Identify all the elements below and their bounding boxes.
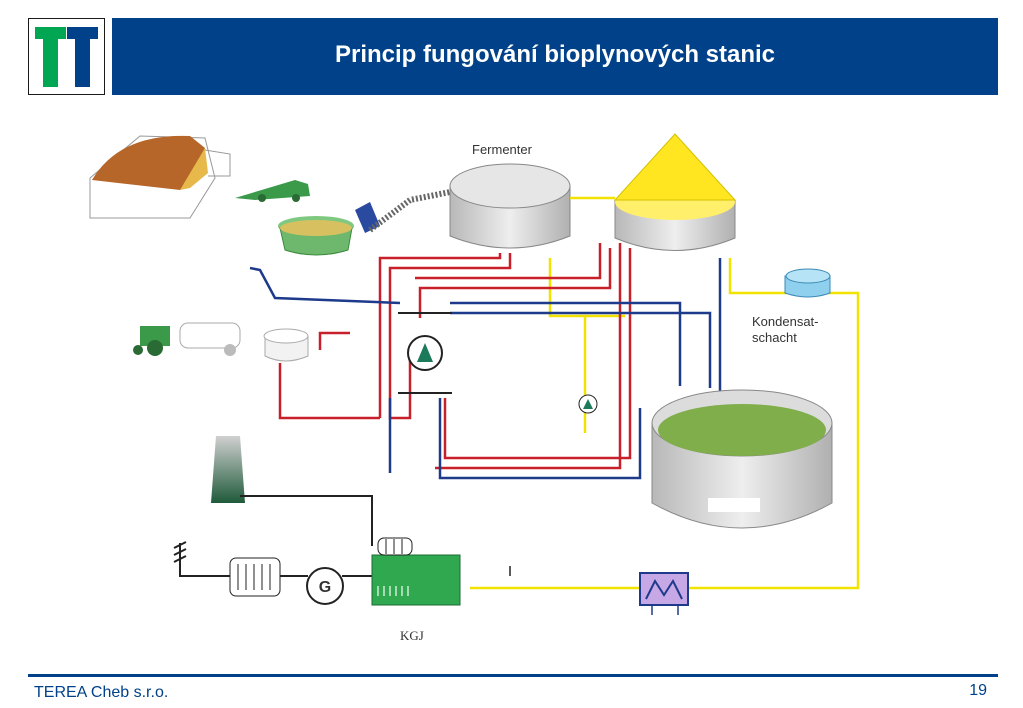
generator-icon [306, 567, 344, 605]
chp-unit-label: KGJ [400, 628, 424, 643]
page-title: Princip fungování bioplynových stanic [334, 40, 776, 68]
tractor-tanker-icon [133, 322, 241, 356]
footer-company: TEREA Cheb s.r.o. [34, 684, 169, 701]
fermenter-label: Fermenter [472, 142, 533, 157]
title-bar: Princip fungování bioplynových stanic [112, 18, 998, 95]
gas-pipes [470, 196, 860, 590]
footer-divider [28, 674, 998, 677]
page-number: 19 [969, 682, 987, 699]
return-pipes-blue [249, 258, 722, 480]
power-line [173, 541, 372, 577]
chp-unit-icon [371, 537, 461, 606]
fermenter-tank [449, 163, 571, 249]
logo-mark-icon [35, 27, 98, 87]
receiving-tank [263, 328, 309, 362]
heat-exchanger-icon [639, 572, 689, 615]
condensate-label-line1: Kondensat- [752, 314, 819, 329]
harvester-icon [235, 180, 310, 202]
exhaust-line [240, 495, 373, 546]
condensate-label-line2: schacht [752, 330, 797, 345]
gas-storage-tank [613, 133, 737, 251]
transformer-icon [229, 557, 281, 597]
main-pump-icon [398, 312, 452, 394]
feed-bin-icon [278, 216, 354, 256]
silage-storage-icon [89, 135, 231, 219]
digestate-storage-tank [651, 389, 833, 529]
generator-label: G [319, 579, 331, 596]
heating-pipes-red [278, 243, 632, 470]
company-logo [28, 18, 105, 95]
biogas-plant-diagram: Fermenter [89, 133, 860, 643]
screw-conveyor-icon [355, 187, 461, 233]
secondary-pump-icon [578, 394, 598, 414]
chimney-icon [211, 436, 245, 503]
condensate-shaft-icon [784, 268, 831, 298]
